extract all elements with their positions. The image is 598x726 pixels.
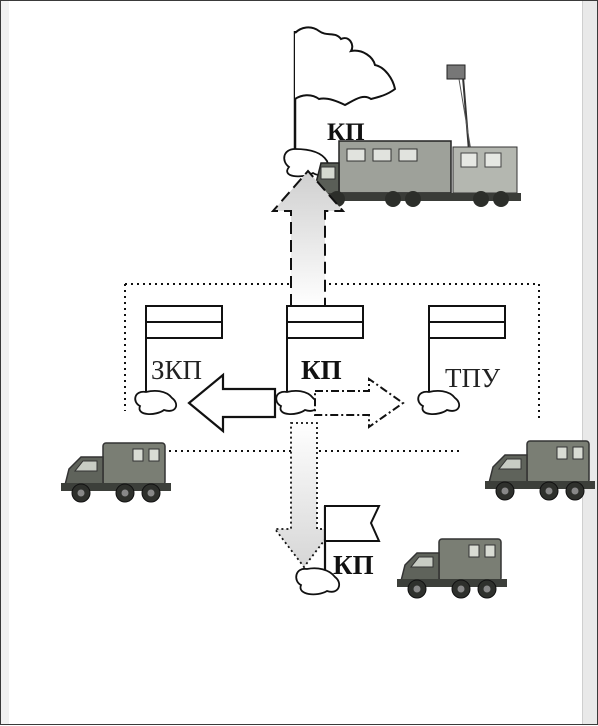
center-flag-icon — [275, 305, 364, 415]
top-flag-icon — [283, 26, 397, 178]
left-truck-icon — [60, 442, 172, 503]
left-margin — [1, 1, 9, 724]
left-flag-icon — [134, 305, 223, 415]
left-arrow — [187, 372, 277, 434]
right-truck-icon — [484, 440, 596, 501]
right-post-label: ТПУ — [445, 363, 501, 393]
bottom-flag-icon — [295, 505, 381, 596]
right-arrow — [314, 377, 405, 429]
center-post-label: КП — [301, 355, 342, 385]
left-post-label: ЗКП — [151, 355, 202, 385]
up-arrow — [270, 169, 346, 307]
bottom-post-label: КП — [333, 550, 374, 580]
right-flag-icon — [417, 305, 506, 415]
bottom-truck-icon — [396, 538, 508, 599]
command-vehicle-icon — [311, 64, 521, 207]
down-arrow — [273, 422, 335, 569]
right-margin — [582, 1, 597, 724]
